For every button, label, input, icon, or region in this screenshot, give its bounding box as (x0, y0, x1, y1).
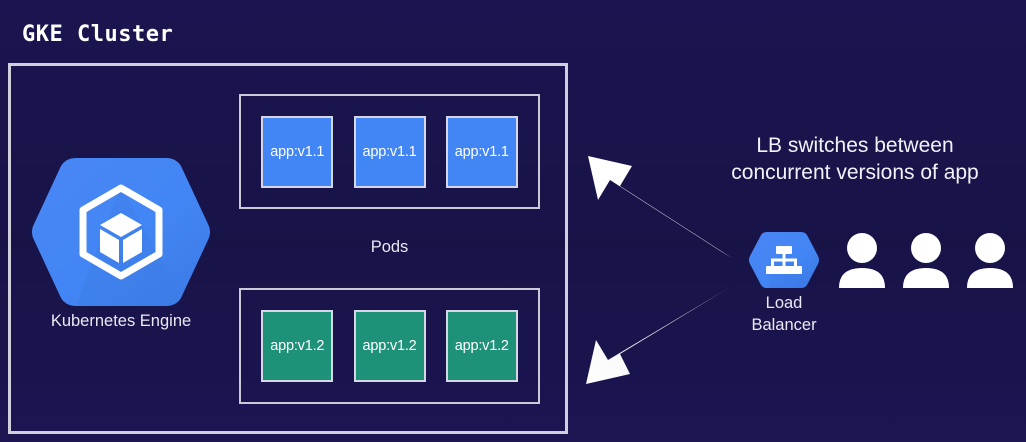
pod-item: app:v1.2 (261, 310, 334, 382)
user-icon (967, 233, 1013, 288)
lb-traffic-arrows (586, 156, 732, 384)
pod-item: app:v1.2 (445, 310, 518, 382)
kubernetes-engine-label: Kubernetes Engine (50, 312, 192, 330)
load-balancer-label-line2: Balancer (751, 316, 817, 334)
users-group (838, 232, 1014, 288)
lb-caption-line1: LB switches between (756, 134, 954, 157)
load-balancer-hexagon-icon (748, 230, 820, 290)
lb-caption-line2: concurrent versions of app (731, 161, 979, 184)
arrow-to-v1-1-pods (588, 156, 732, 258)
user-icon (839, 233, 885, 288)
kubernetes-engine-node: Kubernetes Engine (30, 152, 212, 342)
pod-group-v1-1: app:v1.1 app:v1.1 app:v1.1 (239, 94, 540, 209)
pod-group-v1-2: app:v1.2 app:v1.2 app:v1.2 (239, 288, 540, 404)
load-balancer-label: Load Balancer (728, 292, 840, 336)
page-title: GKE Cluster (22, 22, 174, 47)
pod-item: app:v1.1 (353, 115, 426, 188)
arrow-to-v1-2-pods (586, 286, 732, 384)
pod-item: app:v1.1 (261, 115, 334, 188)
gke-cluster-boundary (8, 63, 568, 434)
pods-label: Pods (370, 238, 409, 256)
lb-caption: LB switches between concurrent versions … (690, 132, 1020, 186)
load-balancer-label-line1: Load (765, 294, 803, 312)
user-icon (903, 233, 949, 288)
pod-item: app:v1.2 (353, 310, 426, 382)
pod-item: app:v1.1 (445, 115, 518, 188)
kubernetes-engine-hexagon-icon (30, 152, 212, 312)
load-balancer-node: Load Balancer (742, 230, 826, 346)
